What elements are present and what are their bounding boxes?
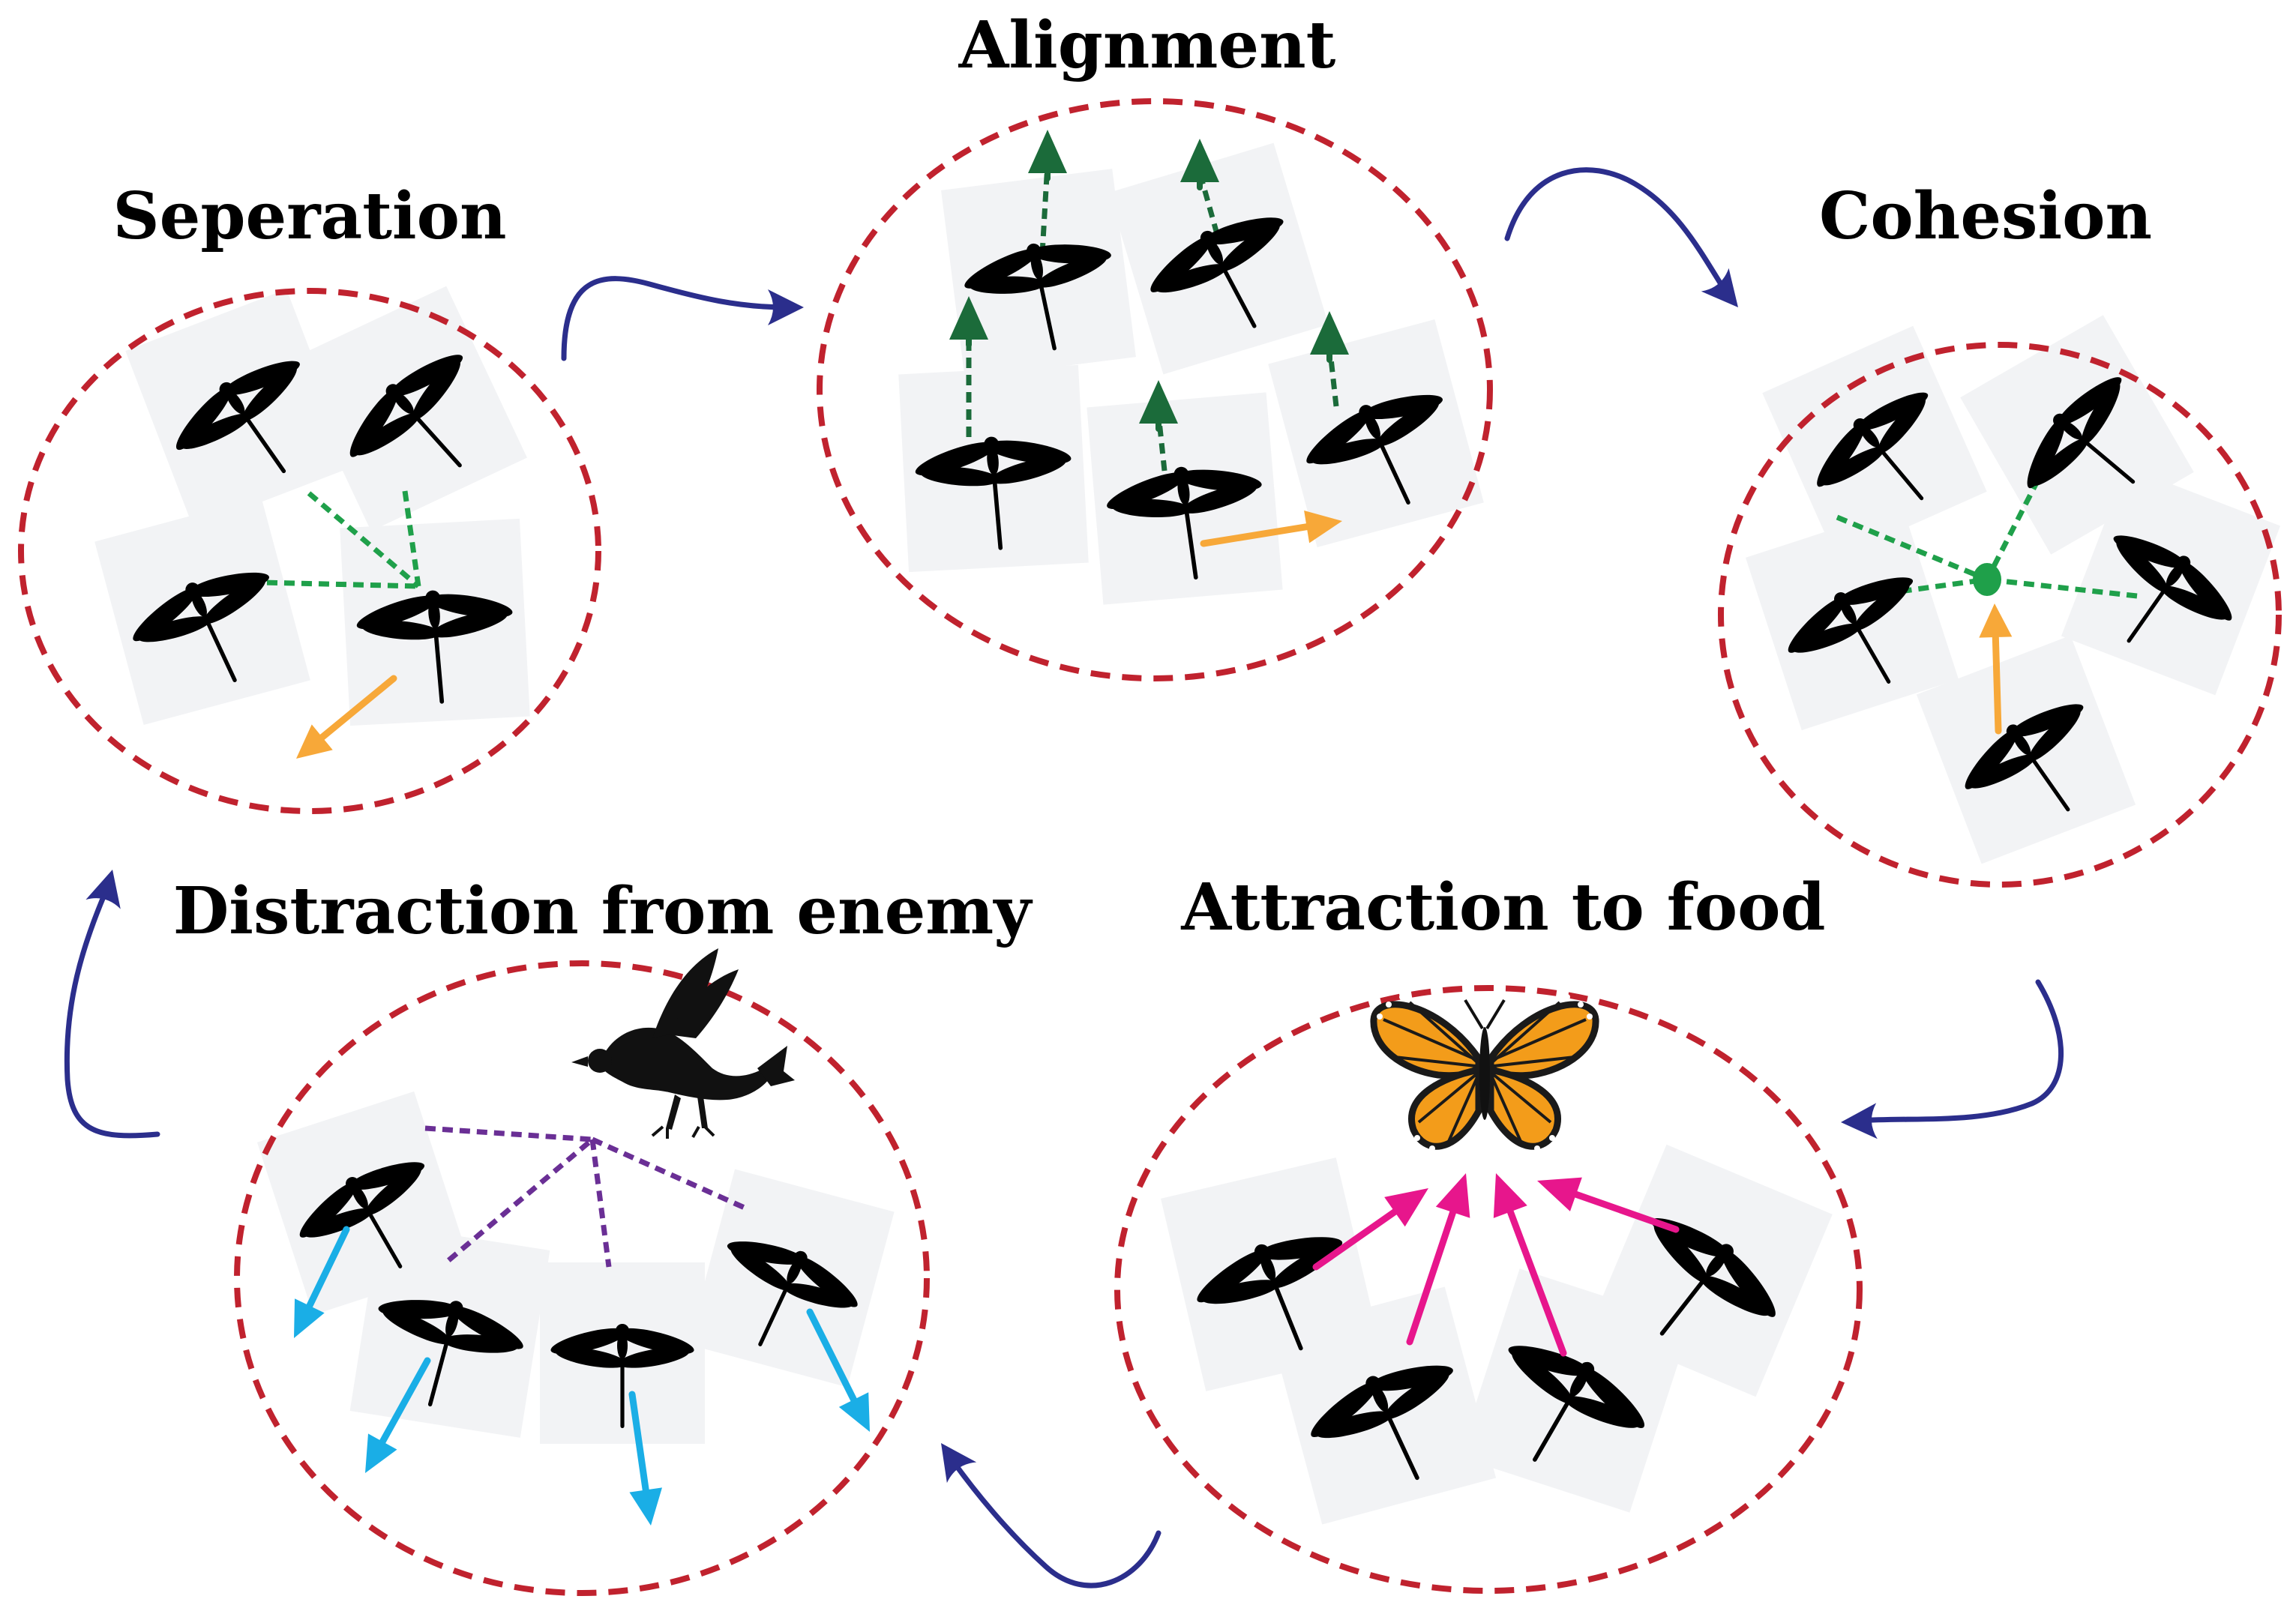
cycle-arrow — [64, 870, 160, 1139]
escape-arrow — [294, 1226, 350, 1338]
alignment-link — [1155, 413, 1167, 472]
cycle-arrows — [64, 167, 2064, 1589]
neighbor-link — [307, 491, 421, 588]
movement-arrow — [1979, 603, 2013, 735]
alignment-label: Alignment — [958, 7, 1336, 83]
neighbor-link — [1986, 576, 2138, 599]
escape-arrow — [628, 1391, 662, 1526]
alignment-link — [1326, 344, 1339, 407]
neighbor-link — [1836, 514, 1989, 582]
enemy-label: Distraction from enemy — [173, 873, 1034, 949]
enemy-circle — [234, 960, 930, 1596]
butterfly-icon — [1370, 994, 1599, 1151]
enemy-link — [589, 1139, 612, 1268]
food-circle — [1114, 985, 1863, 1594]
food-arrow — [1493, 1173, 1567, 1357]
cycle-arrow — [1504, 167, 1738, 307]
food-arrow — [1406, 1173, 1470, 1346]
cycle-arrow — [941, 1443, 1161, 1589]
neighbor-link — [232, 579, 419, 589]
food-label: Attraction to food — [1180, 870, 1825, 945]
behaviour-circles — [18, 98, 2282, 1596]
cycle-arrow — [561, 276, 804, 361]
bird-icon — [571, 948, 795, 1139]
cohesion-label: Cohesion — [1819, 178, 2152, 254]
neighbor-link — [1984, 478, 2041, 581]
cycle-arrow — [1841, 979, 2064, 1139]
enemy-link — [591, 1136, 748, 1211]
food-arrow — [1312, 1188, 1428, 1271]
cohesion-circle — [1718, 342, 2282, 888]
enemy-link — [424, 1125, 599, 1265]
alignment-arrow — [1028, 130, 1067, 181]
alignment-arrow — [1139, 380, 1178, 432]
escape-arrow — [365, 1357, 431, 1473]
escape-arrow — [806, 1308, 870, 1432]
alignment-arrow — [1180, 139, 1219, 190]
alignment-circle — [817, 98, 1493, 681]
alignment-arrow — [1310, 311, 1349, 363]
separation-label: Seperation — [113, 178, 507, 254]
separation-circle — [18, 288, 601, 814]
movement-arrow — [296, 675, 397, 759]
movement-arrow — [1200, 510, 1342, 547]
alignment-arrow — [949, 296, 988, 348]
centroid-dot — [1973, 563, 2001, 596]
food-arrow — [1537, 1177, 1680, 1233]
